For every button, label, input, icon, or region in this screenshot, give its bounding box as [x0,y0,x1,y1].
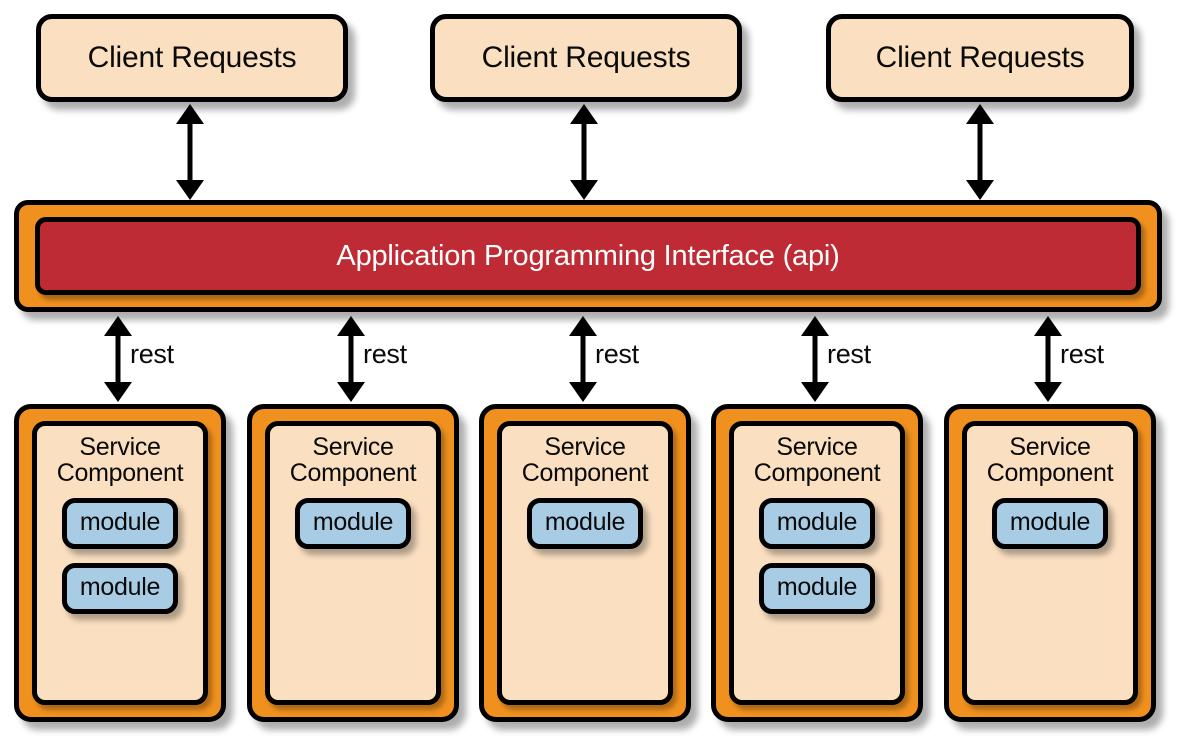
module-list: module [967,498,1133,549]
module-pill[interactable]: module [294,498,412,549]
service-component-5: Service Component module [944,404,1156,722]
rest-label-3: rest [595,339,639,369]
module-list: module [502,498,668,549]
rest-arrow-3 [569,316,597,402]
service-component-4: Service Component module module [711,404,923,722]
module-pill[interactable]: module [526,498,644,549]
module-list: module module [37,498,203,614]
service-component-1: Service Component module module [14,404,226,722]
client-requests-label: Client Requests [481,41,691,74]
module-pill[interactable]: module [991,498,1109,549]
api-bar-inner: Application Programming Interface (api) [35,217,1141,295]
rest-label-5: rest [1060,339,1104,369]
module-label: module [1009,508,1091,536]
module-pill[interactable]: module [758,563,876,614]
service-component-inner-2: Service Component module [265,421,441,705]
module-label: module [544,508,626,536]
module-label: module [776,508,858,536]
rest-label-1: rest [130,339,174,369]
service-component-inner-1: Service Component module module [32,421,208,705]
rest-arrow-2 [337,316,365,402]
rest-label-4: rest [827,339,871,369]
api-label: Application Programming Interface (api) [336,239,840,272]
module-label: module [79,573,161,601]
api-bar: Application Programming Interface (api) [14,200,1162,312]
module-pill[interactable]: module [61,498,179,549]
service-component-title: Service Component [753,433,881,487]
service-component-title: Service Component [289,433,417,487]
rest-arrow-4 [801,316,829,402]
service-component-2: Service Component module [247,404,459,722]
client-to-api-arrow-3 [966,104,994,200]
module-list: module module [734,498,900,614]
service-component-title: Service Component [521,433,649,487]
module-pill[interactable]: module [61,563,179,614]
client-requests-box-1: Client Requests [36,14,348,102]
service-component-inner-5: Service Component module [962,421,1138,705]
service-component-title: Service Component [56,433,184,487]
rest-arrow-1 [104,316,132,402]
module-label: module [79,508,161,536]
client-to-api-arrow-1 [176,104,204,200]
rest-label-2: rest [363,339,407,369]
service-component-inner-3: Service Component module [497,421,673,705]
service-component-title: Service Component [986,433,1114,487]
module-label: module [776,573,858,601]
client-requests-box-3: Client Requests [826,14,1134,102]
rest-arrow-5 [1034,316,1062,402]
service-component-inner-4: Service Component module module [729,421,905,705]
module-pill[interactable]: module [758,498,876,549]
client-to-api-arrow-2 [570,104,598,200]
client-requests-box-2: Client Requests [430,14,742,102]
client-requests-label: Client Requests [87,41,297,74]
module-list: module [270,498,436,549]
module-label: module [312,508,394,536]
client-requests-label: Client Requests [875,41,1085,74]
service-component-3: Service Component module [479,404,691,722]
